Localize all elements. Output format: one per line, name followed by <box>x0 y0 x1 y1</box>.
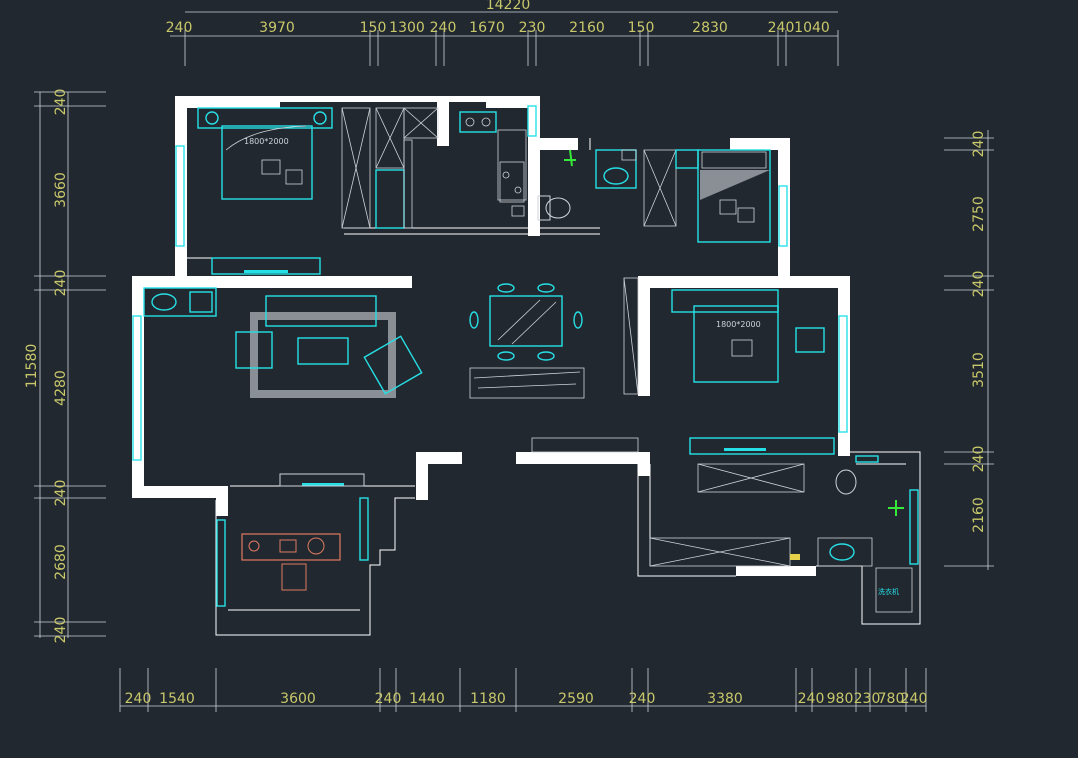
left-dim-7: 240 <box>53 617 69 644</box>
right-dim-1: 240 <box>971 131 987 158</box>
overall-width-label: 14220 <box>486 0 531 13</box>
dining-area <box>469 283 585 399</box>
top-dim-10: 2830 <box>692 20 728 36</box>
top-dim-2: 3970 <box>259 20 295 36</box>
master-bedroom: 1800*2000 <box>197 107 439 229</box>
walls <box>132 96 850 576</box>
left-dim-2: 3660 <box>53 172 69 208</box>
windows <box>132 105 919 607</box>
left-dim-5: 240 <box>53 480 69 507</box>
bottom-dim-7: 2590 <box>558 691 594 707</box>
overall-height-label: 11580 <box>24 344 40 389</box>
bedroom-3-bed-size-label: 1800*2000 <box>716 320 761 329</box>
bathroom-1 <box>564 149 677 227</box>
bottom-dim-12: 230 <box>854 691 881 707</box>
bottom-dim-11: 980 <box>827 691 854 707</box>
bottom-dim-14: 240 <box>901 691 928 707</box>
bottom-dim-10: 240 <box>798 691 825 707</box>
left-dim-4: 4280 <box>53 370 69 406</box>
top-dim-7: 230 <box>519 20 546 36</box>
washer-label: 洗衣机 <box>878 587 899 596</box>
top-dim-5: 240 <box>430 20 457 36</box>
living-room <box>143 257 423 398</box>
top-dim-8: 2160 <box>569 20 605 36</box>
kitchen <box>459 111 571 221</box>
left-dim-6: 2680 <box>53 544 69 580</box>
master-bed-size-label: 1800*2000 <box>244 137 289 146</box>
top-dim-1: 240 <box>166 20 193 36</box>
bottom-dim-2: 1540 <box>159 691 195 707</box>
right-dim-5: 240 <box>971 446 987 473</box>
bottom-dim-8: 240 <box>629 691 656 707</box>
right-dim-4: 3510 <box>971 352 987 388</box>
left-dim-3: 240 <box>53 270 69 297</box>
top-dimension-chain: 14220 240 3970 150 1300 240 1670 230 216… <box>166 0 839 66</box>
top-dim-12: 1040 <box>794 20 830 36</box>
top-dim-6: 1670 <box>469 20 505 36</box>
top-dim-11: 240 <box>768 20 795 36</box>
bottom-dim-3: 3600 <box>280 691 316 707</box>
bottom-dim-9: 3380 <box>707 691 743 707</box>
right-dimension-chain: 240 2750 240 3510 240 2160 <box>944 130 994 570</box>
study <box>241 473 365 591</box>
bottom-dim-1: 240 <box>125 691 152 707</box>
right-dim-3: 240 <box>971 271 987 298</box>
bottom-dimension-chain: 240 1540 3600 240 1440 1180 2590 240 338… <box>119 668 928 712</box>
top-dim-3: 150 <box>360 20 387 36</box>
bedroom-2 <box>675 149 771 243</box>
bottom-dim-4: 240 <box>375 691 402 707</box>
left-dimension-chain: 11580 240 3660 240 4280 240 2680 240 <box>24 89 106 644</box>
left-dim-1: 240 <box>53 89 69 116</box>
right-dim-2: 2750 <box>971 196 987 232</box>
top-dim-4: 1300 <box>389 20 425 36</box>
bottom-dim-6: 1180 <box>470 691 506 707</box>
top-dim-9: 150 <box>628 20 655 36</box>
right-dim-6: 2160 <box>971 497 987 533</box>
bottom-dim-13: 780 <box>878 691 905 707</box>
bathroom-2: 洗衣机 <box>531 437 913 613</box>
bottom-dim-5: 1440 <box>409 691 445 707</box>
bedroom-3: 1800*2000 <box>623 277 825 395</box>
